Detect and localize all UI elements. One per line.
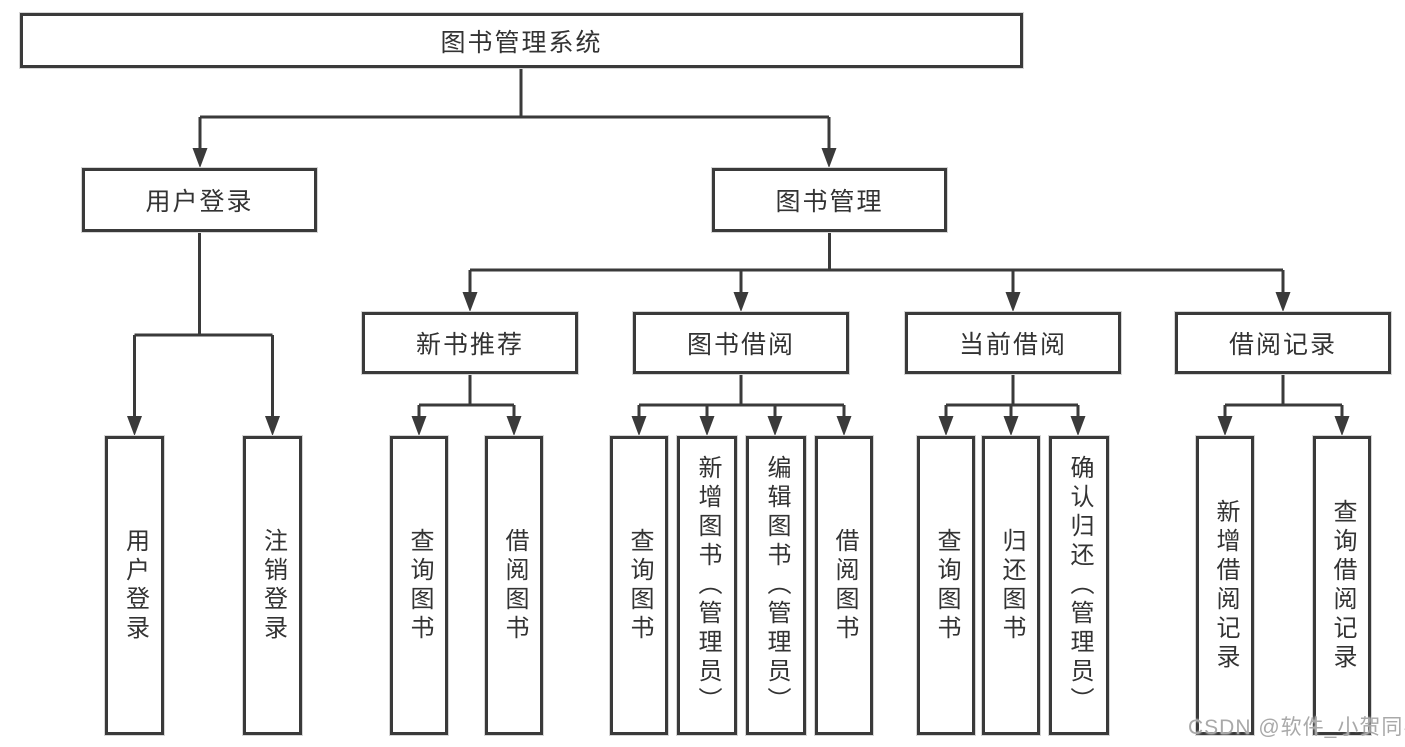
leaf-user-login-label: 用户登录 <box>121 527 149 644</box>
leaf-nbr-query-books-label: 查询图书 <box>406 527 433 644</box>
leaf-br-query-record: 查询借阅记录 <box>1313 436 1371 735</box>
csdn-watermark: CSDN @软件_小贺同学 <box>1188 716 1405 739</box>
node-book-borrowing: 图书借阅 <box>633 312 849 374</box>
leaf-cb-return-books: 归还图书 <box>982 436 1040 735</box>
connector-root <box>198 68 831 150</box>
leaf-bb-add-books-admin: 新增图书（管理员） <box>677 436 737 735</box>
node-book-borrowing-label: 图书借阅 <box>686 331 795 359</box>
leaf-logout-login: 注销登录 <box>243 436 302 735</box>
node-new-book-recommend-label: 新书推荐 <box>415 331 524 359</box>
leaf-nbr-query-books: 查询图书 <box>390 436 448 735</box>
leaf-cb-confirm-return-admin-label: 确认归还（管理员） <box>1066 455 1093 716</box>
node-user-login: 用户登录 <box>82 168 317 232</box>
node-book-management-label: 图书管理 <box>775 188 884 216</box>
connector-user-login <box>133 232 274 418</box>
connector-current-borrowing <box>944 374 1080 418</box>
leaf-bb-query-books: 查询图书 <box>610 436 668 735</box>
leaf-nbr-borrow-books: 借阅图书 <box>485 436 543 735</box>
leaf-cb-confirm-return-admin: 确认归还（管理员） <box>1049 436 1109 735</box>
node-current-borrowing-label: 当前借阅 <box>958 331 1067 359</box>
leaf-bb-borrow-books: 借阅图书 <box>815 436 873 735</box>
node-root: 图书管理系统 <box>20 13 1023 68</box>
leaf-bb-borrow-books-label: 借阅图书 <box>831 527 858 644</box>
node-user-login-label: 用户登录 <box>145 188 254 216</box>
leaf-nbr-borrow-books-label: 借阅图书 <box>501 527 528 644</box>
node-root-label: 图书管理系统 <box>440 28 603 57</box>
leaf-bb-query-books-label: 查询图书 <box>626 527 653 644</box>
leaf-br-add-record: 新增借阅记录 <box>1196 436 1254 735</box>
connector-book-borrowing <box>637 374 846 418</box>
leaf-cb-return-books-label: 归还图书 <box>998 527 1025 644</box>
arrowheads <box>127 148 1350 436</box>
connector-new-book-recommend <box>417 374 516 418</box>
leaf-br-add-record-label: 新增借阅记录 <box>1212 498 1239 673</box>
node-current-borrowing: 当前借阅 <box>905 312 1121 374</box>
leaf-br-query-record-label: 查询借阅记录 <box>1329 498 1356 673</box>
leaf-user-login: 用户登录 <box>105 436 164 735</box>
node-borrowing-records: 借阅记录 <box>1175 312 1391 374</box>
node-book-management: 图书管理 <box>712 168 947 232</box>
node-borrowing-records-label: 借阅记录 <box>1228 331 1337 359</box>
leaf-logout-login-label: 注销登录 <box>259 527 287 644</box>
leaf-cb-query-books-label: 查询图书 <box>933 527 960 644</box>
leaf-bb-edit-books-admin-label: 编辑图书（管理员） <box>763 455 790 716</box>
leaf-bb-edit-books-admin: 编辑图书（管理员） <box>746 436 806 735</box>
connector-book-management <box>468 232 1285 294</box>
leaf-bb-add-books-admin-label: 新增图书（管理员） <box>694 455 721 716</box>
leaf-cb-query-books: 查询图书 <box>917 436 975 735</box>
connector-borrowing-records <box>1223 374 1344 418</box>
node-new-book-recommend: 新书推荐 <box>362 312 578 374</box>
